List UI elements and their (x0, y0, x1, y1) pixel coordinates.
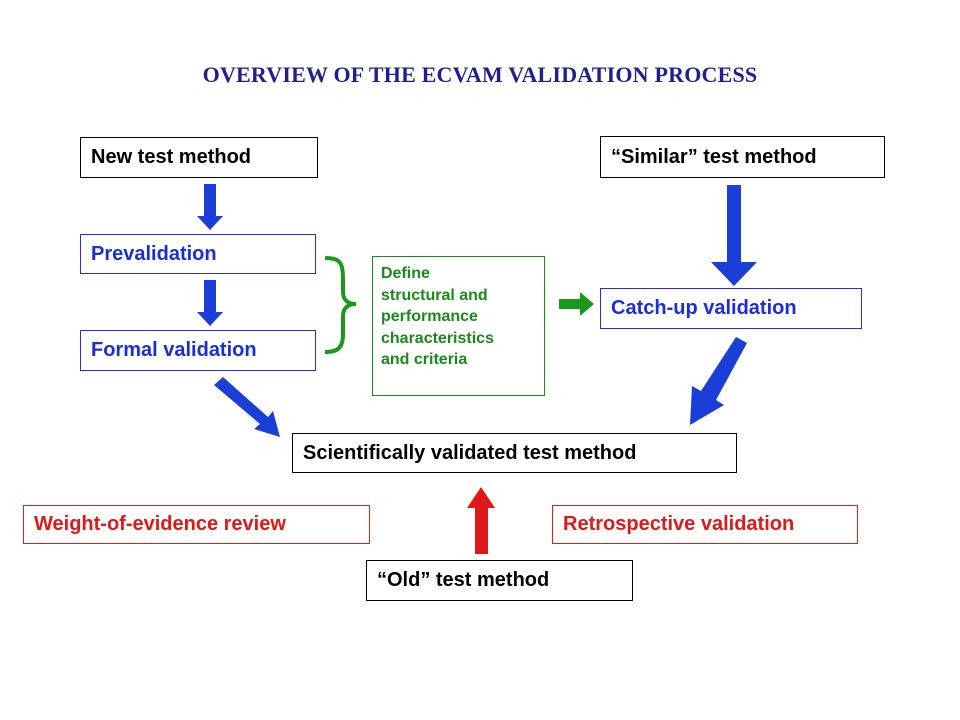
similar-test-method-box: “Similar” test method (600, 136, 885, 178)
arrow-right-icon (559, 292, 594, 316)
arrow-down-icon (711, 185, 757, 286)
brace-icon (324, 256, 357, 354)
scientifically-validated-box: Scientifically validated test method (292, 433, 737, 473)
arrow-up-icon (467, 487, 495, 554)
define-criteria-line: and criteria (381, 351, 468, 368)
prevalidation-box: Prevalidation (80, 234, 316, 274)
arrow-diagonal-icon (214, 377, 280, 437)
define-criteria-line: performance (381, 308, 478, 325)
old-test-method-box: “Old” test method (366, 560, 633, 601)
weight-of-evidence-box: Weight-of-evidence review (23, 505, 370, 544)
diagram-title: OVERVIEW OF THE ECVAM VALIDATION PROCESS (202, 62, 758, 87)
define-criteria-box: Define structural and performance charac… (372, 256, 545, 396)
arrow-down-icon (197, 280, 223, 326)
arrow-down-icon (197, 184, 223, 230)
define-criteria-line: characteristics (381, 329, 494, 347)
catch-up-validation-box: Catch-up validation (600, 288, 862, 329)
formal-validation-box: Formal validation (80, 330, 316, 371)
new-test-method-box: New test method (80, 137, 318, 178)
define-criteria-line: structural and (381, 286, 488, 304)
retrospective-validation-box: Retrospective validation (552, 505, 858, 544)
arrow-diagonal-icon (690, 337, 747, 425)
define-criteria-line: Define (381, 265, 430, 282)
